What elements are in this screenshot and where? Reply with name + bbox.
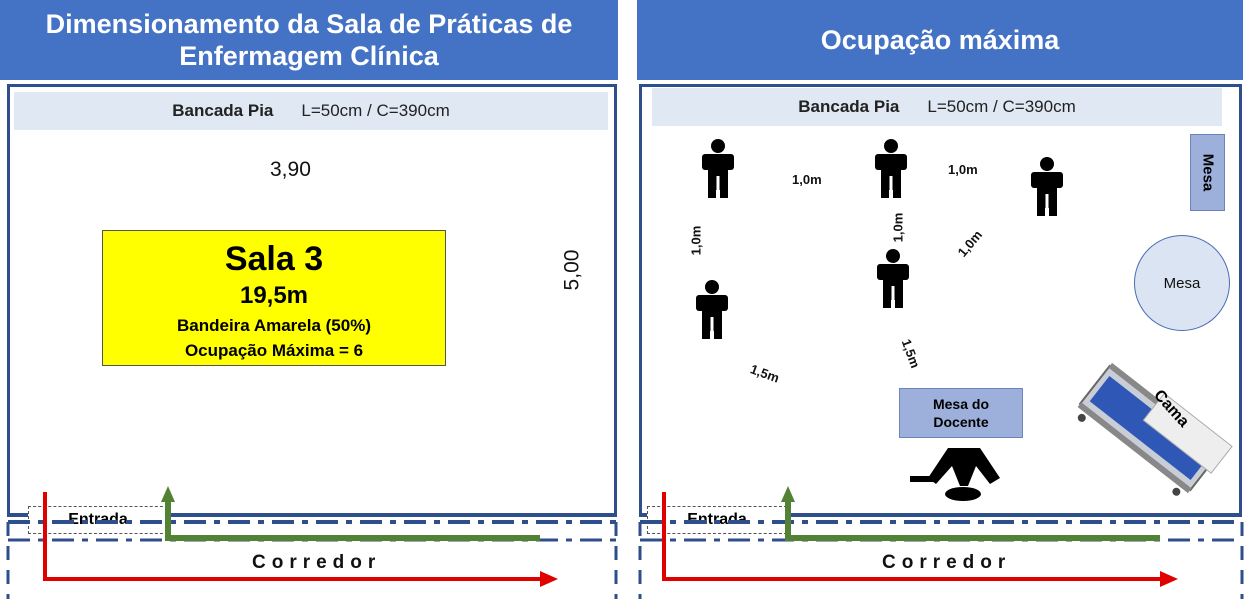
sala-flag: Bandeira Amarela (50%) (176, 316, 371, 335)
left-width-label: 3,90 (270, 158, 311, 181)
right-green-arrow-icon (781, 486, 1160, 541)
person-icon (875, 139, 907, 198)
left-corridor-walls (6, 520, 618, 599)
round-table-label: Mesa (1163, 274, 1201, 292)
distance-label: 1,0m (948, 162, 978, 177)
right-room (639, 84, 1242, 517)
right-bancada: Bancada Pia L=50cm / C=390cm (652, 88, 1222, 126)
left-bancada-dims: L=50cm / C=390cm (301, 101, 450, 120)
left-header: Dimensionamento da Sala de Práticas de E… (0, 0, 618, 80)
right-corredor: Corredor (882, 552, 1012, 573)
right-bancada-label: Bancada Pia (798, 97, 900, 116)
sala-occupancy: Ocupação Máxima = 6 (184, 341, 364, 360)
right-red-arrow-icon (662, 492, 1178, 587)
teacher-desk-line2: Docente (933, 414, 989, 430)
right-header: Ocupação máxima (637, 0, 1243, 80)
sala-title: Sala 3 (224, 240, 324, 278)
right-header-title: Ocupação máxima (820, 25, 1060, 55)
teacher-desk-line1: Mesa do (932, 396, 989, 412)
sala-card: Sala 3 19,5m Bandeira Amarela (50%) Ocup… (102, 230, 446, 366)
right-panel: Ocupação máxima Bancada Pia L=50cm / C=3… (637, 0, 1245, 599)
person-icon (1031, 157, 1063, 216)
teacher-desk: Mesa do Docente (899, 388, 1023, 438)
sala-area: 19,5m (239, 282, 309, 309)
round-table: Mesa (1134, 235, 1230, 331)
left-red-arrow-icon (43, 492, 558, 587)
right-corridor-walls (638, 520, 1244, 599)
left-header-line1: Dimensionamento da Sala de Práticas de (45, 9, 573, 39)
left-corredor: Corredor (252, 552, 382, 573)
left-bancada: Bancada Pia L=50cm / C=390cm (14, 92, 608, 130)
distance-label: 1,0m (792, 172, 822, 187)
left-room (7, 84, 617, 517)
person-icon (696, 280, 728, 339)
side-table: Mesa (1190, 134, 1225, 211)
teacher-icon (910, 448, 1000, 501)
left-header-line2: Enfermagem Clínica (179, 41, 439, 71)
left-panel: Dimensionamento da Sala de Práticas de E… (0, 0, 620, 599)
hospital-bed-icon (1077, 362, 1233, 496)
left-bancada-label: Bancada Pia (172, 101, 274, 120)
person-icon (702, 139, 734, 198)
person-icon (877, 249, 909, 308)
right-bancada-dims: L=50cm / C=390cm (927, 97, 1076, 116)
left-green-arrow-icon (161, 486, 540, 541)
